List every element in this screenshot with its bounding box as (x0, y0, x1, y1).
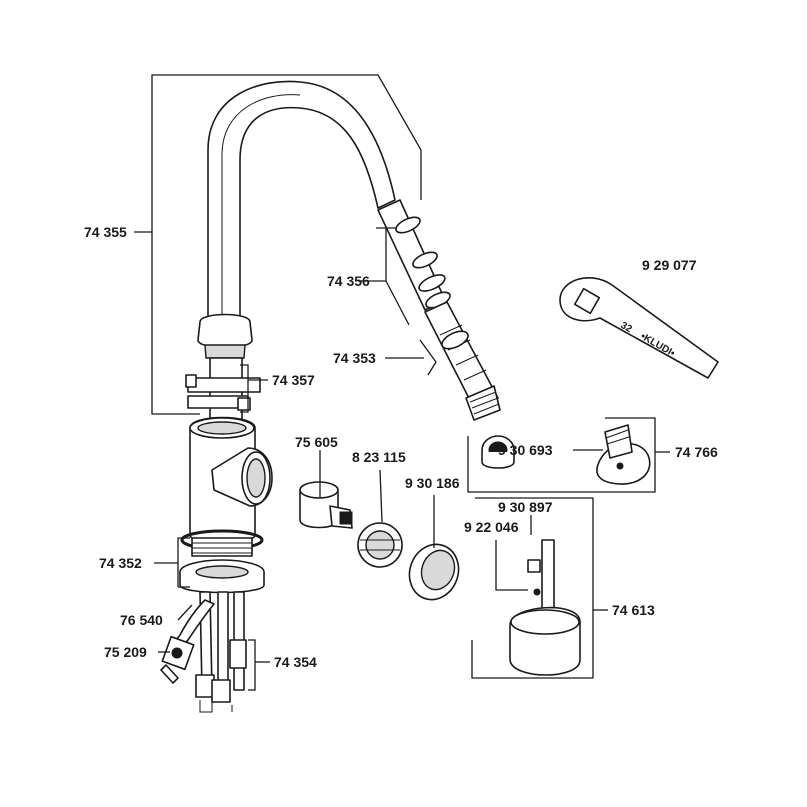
label-9-29-077: 9 29 077 (642, 257, 697, 273)
label-75209: 75 209 (104, 644, 147, 660)
label-74354: 74 354 (274, 654, 317, 670)
label-9-30-897: 9 30 897 (498, 499, 553, 515)
body-74352 (179, 416, 273, 594)
label-74355: 74 355 (84, 224, 127, 240)
label-74613: 74 613 (612, 602, 655, 618)
label-74352: 74 352 (99, 555, 142, 571)
leader-lines (134, 74, 670, 691)
label-9-30-186: 9 30 186 (405, 475, 460, 491)
label-74353: 74 353 (333, 350, 376, 366)
handle-74613 (509, 539, 581, 676)
label-8-23-115: 8 23 115 (352, 449, 406, 465)
supply-hoses (160, 591, 247, 713)
hose-74356 (377, 199, 451, 311)
label-9-30-693: 9 30 693 (498, 442, 553, 458)
nut-8-23-115 (357, 522, 403, 568)
aerator (481, 435, 515, 469)
cartridge-75605 (299, 481, 353, 529)
label-75605: 75 605 (295, 434, 338, 450)
ring-74357 (185, 357, 261, 421)
cover-9-30-186 (408, 543, 460, 601)
hose-74353 (424, 301, 501, 421)
spout-74355 (197, 80, 396, 359)
wrench-9-29-077: 32 •KLUDI• (559, 276, 719, 379)
label-76540: 76 540 (120, 612, 163, 628)
part-labels: 74 355 74 356 74 353 74 357 9 29 077 9 3… (84, 224, 718, 670)
label-74356: 74 356 (327, 273, 370, 289)
label-9-22-046: 9 22 046 (464, 519, 519, 535)
label-74766: 74 766 (675, 444, 718, 460)
label-74357: 74 357 (272, 372, 315, 388)
key-74766 (596, 424, 651, 485)
wrench-size-text: 32 (619, 320, 635, 335)
